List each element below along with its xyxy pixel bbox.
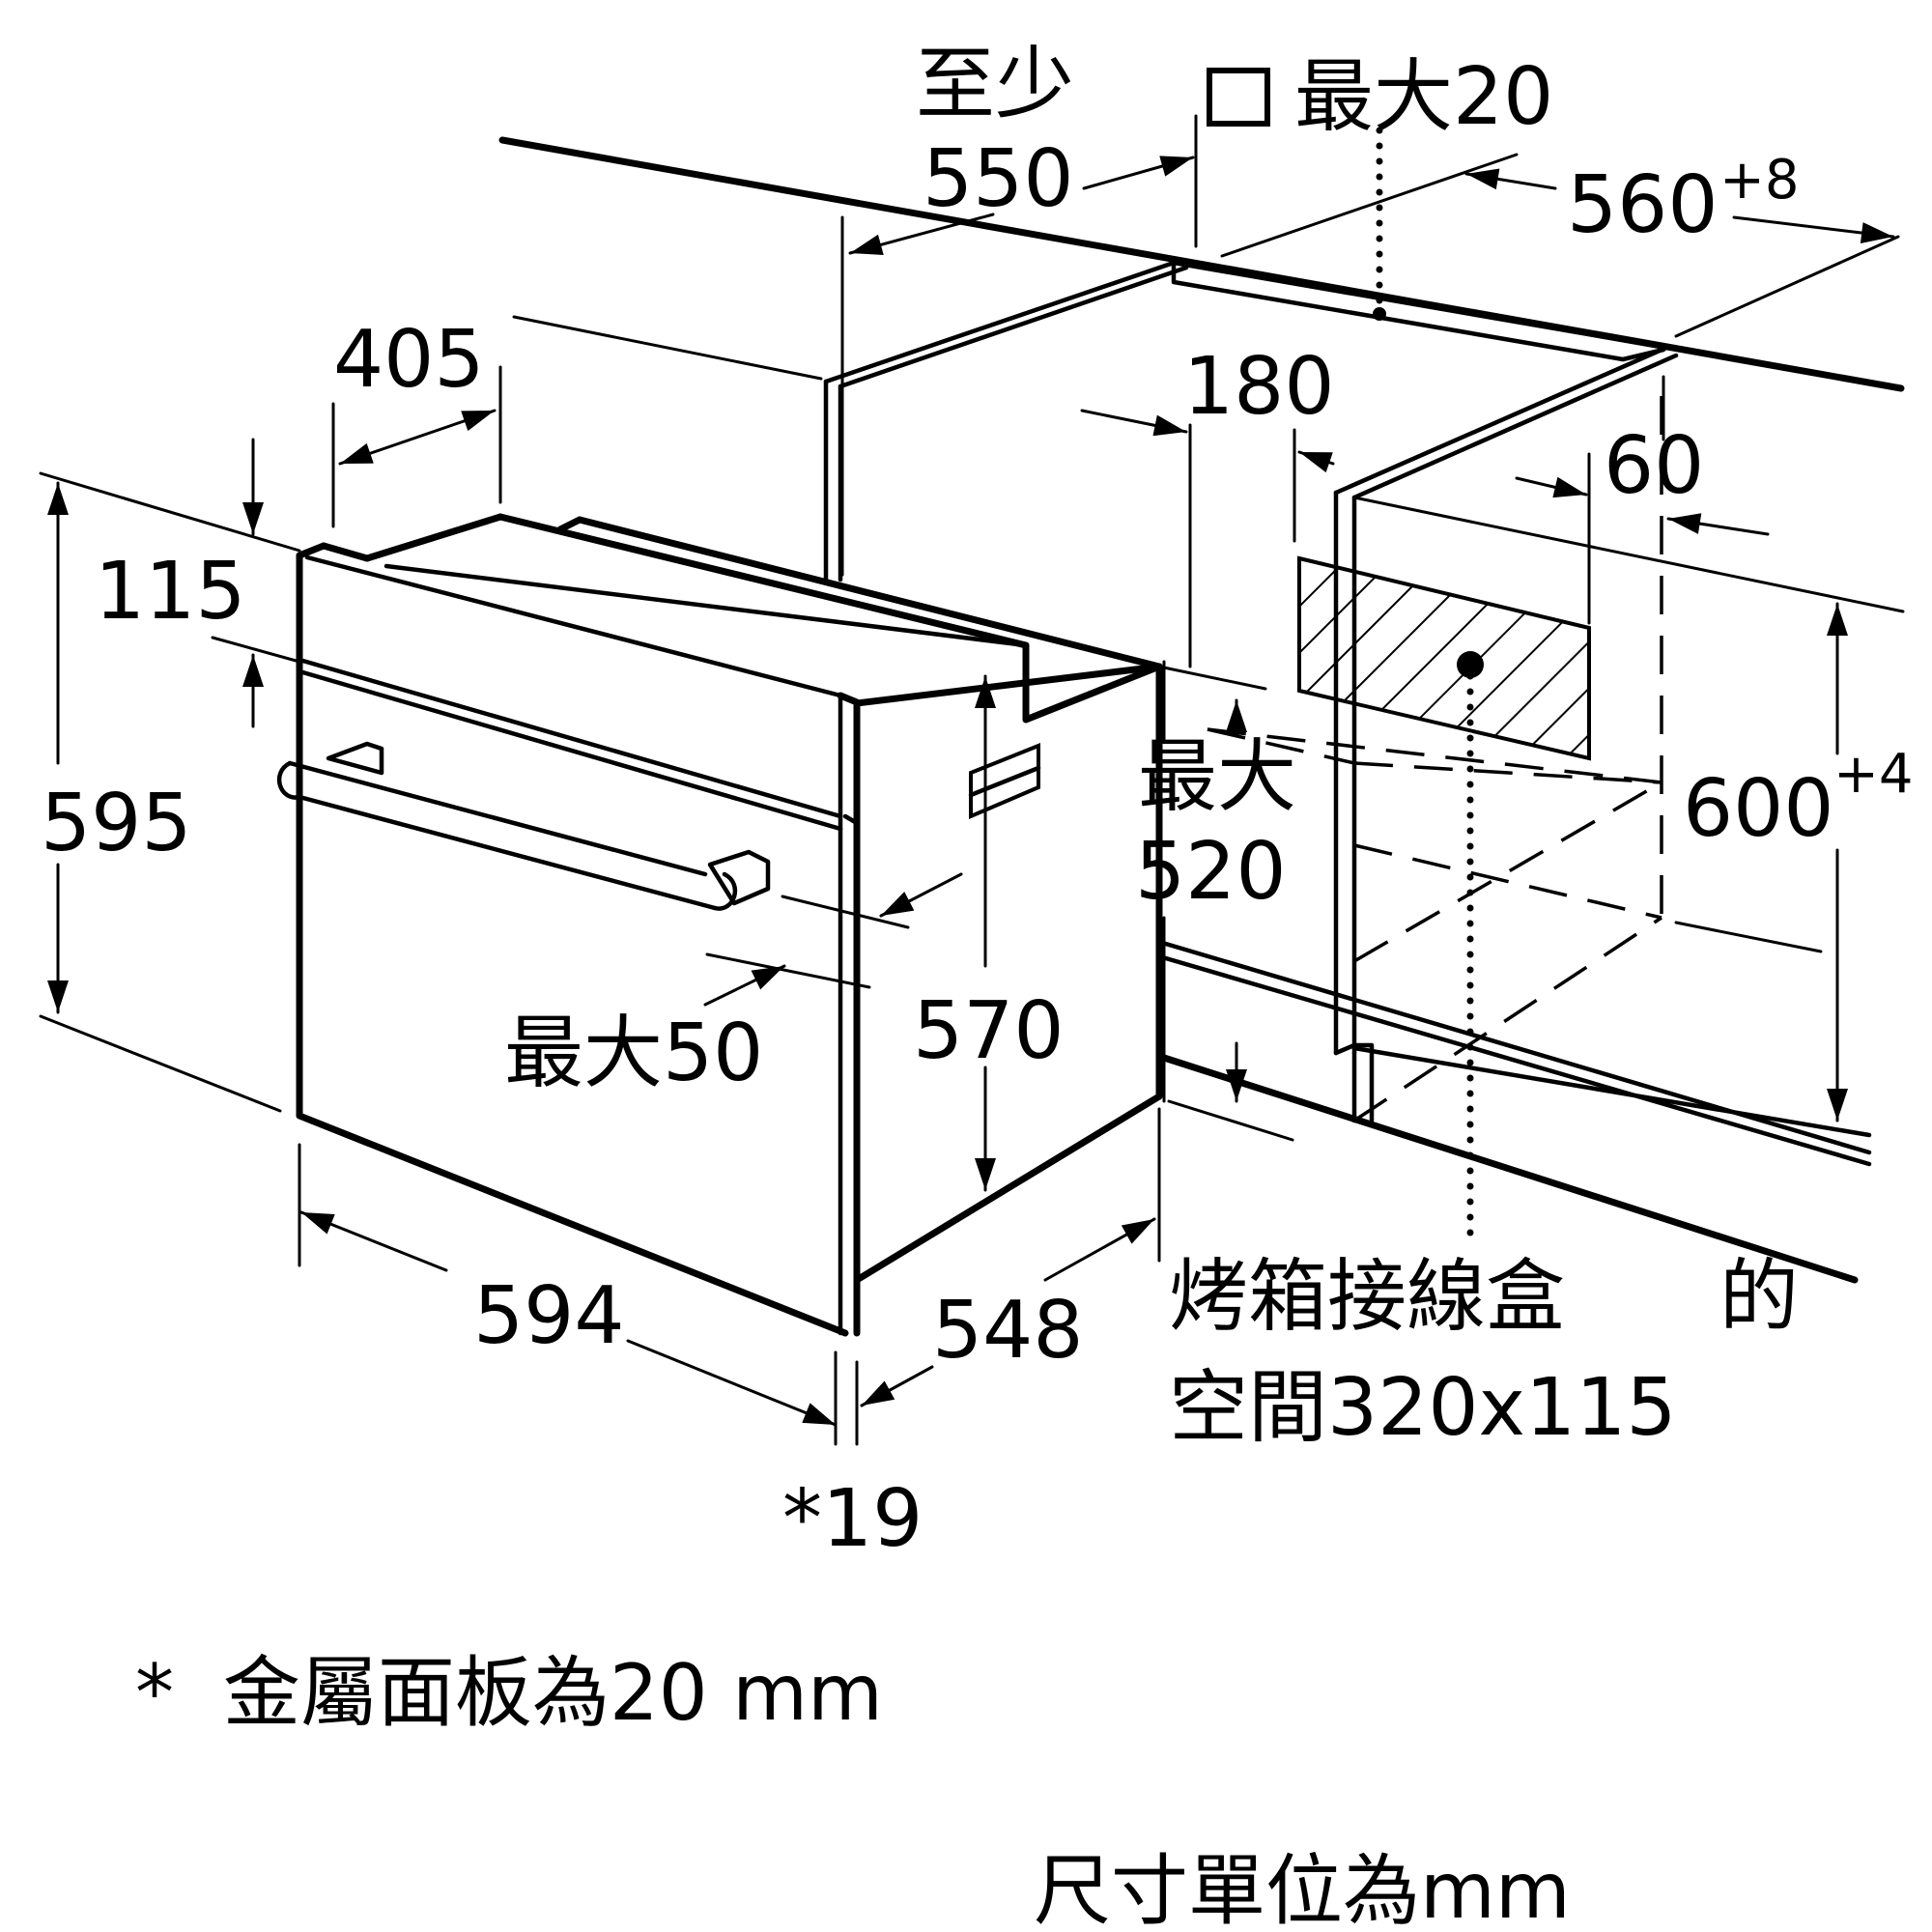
label-junction-line2: 空間320x115	[1169, 1362, 1677, 1454]
label-max20: 最大20	[1294, 51, 1553, 143]
square-symbol	[1207, 68, 1270, 127]
label-548: 548	[932, 1285, 1084, 1377]
oven-body	[277, 513, 1163, 1337]
label-594: 594	[473, 1270, 625, 1362]
label-570: 570	[913, 985, 1065, 1077]
label-60: 60	[1604, 420, 1704, 512]
label-115: 115	[95, 546, 246, 638]
dimension-labels: 至少 550 最大20 560 +8 405 180 60 115 595 最大…	[41, 39, 1914, 1565]
dimension-lines	[39, 114, 1905, 1446]
footnotes: * 金屬面板為20 mm 尺寸單位為mm	[135, 1648, 1571, 1932]
cabinet-niche	[498, 127, 1905, 1284]
label-min-top: 至少	[916, 39, 1074, 130]
label-junction-line1: 烤箱接線盒	[1169, 1251, 1565, 1343]
label-niche-height: 600	[1683, 763, 1834, 855]
note-units: 尺寸單位為mm	[1034, 1846, 1571, 1932]
label-niche-height-tol: +4	[1833, 743, 1914, 806]
label-min-value: 550	[923, 133, 1074, 225]
label-405: 405	[333, 314, 485, 406]
label-180: 180	[1183, 341, 1335, 433]
label-595: 595	[41, 778, 192, 869]
label-19: *19	[782, 1473, 923, 1565]
label-niche-width-tol: +8	[1719, 149, 1800, 212]
label-niche-width: 560	[1567, 159, 1719, 251]
label-max-word: 最大	[1138, 731, 1296, 823]
note-metal-panel: * 金屬面板為20 mm	[135, 1648, 883, 1738]
label-junction-de: 的	[1719, 1251, 1799, 1343]
label-max50: 最大50	[504, 1008, 763, 1099]
label-520: 520	[1135, 826, 1287, 918]
